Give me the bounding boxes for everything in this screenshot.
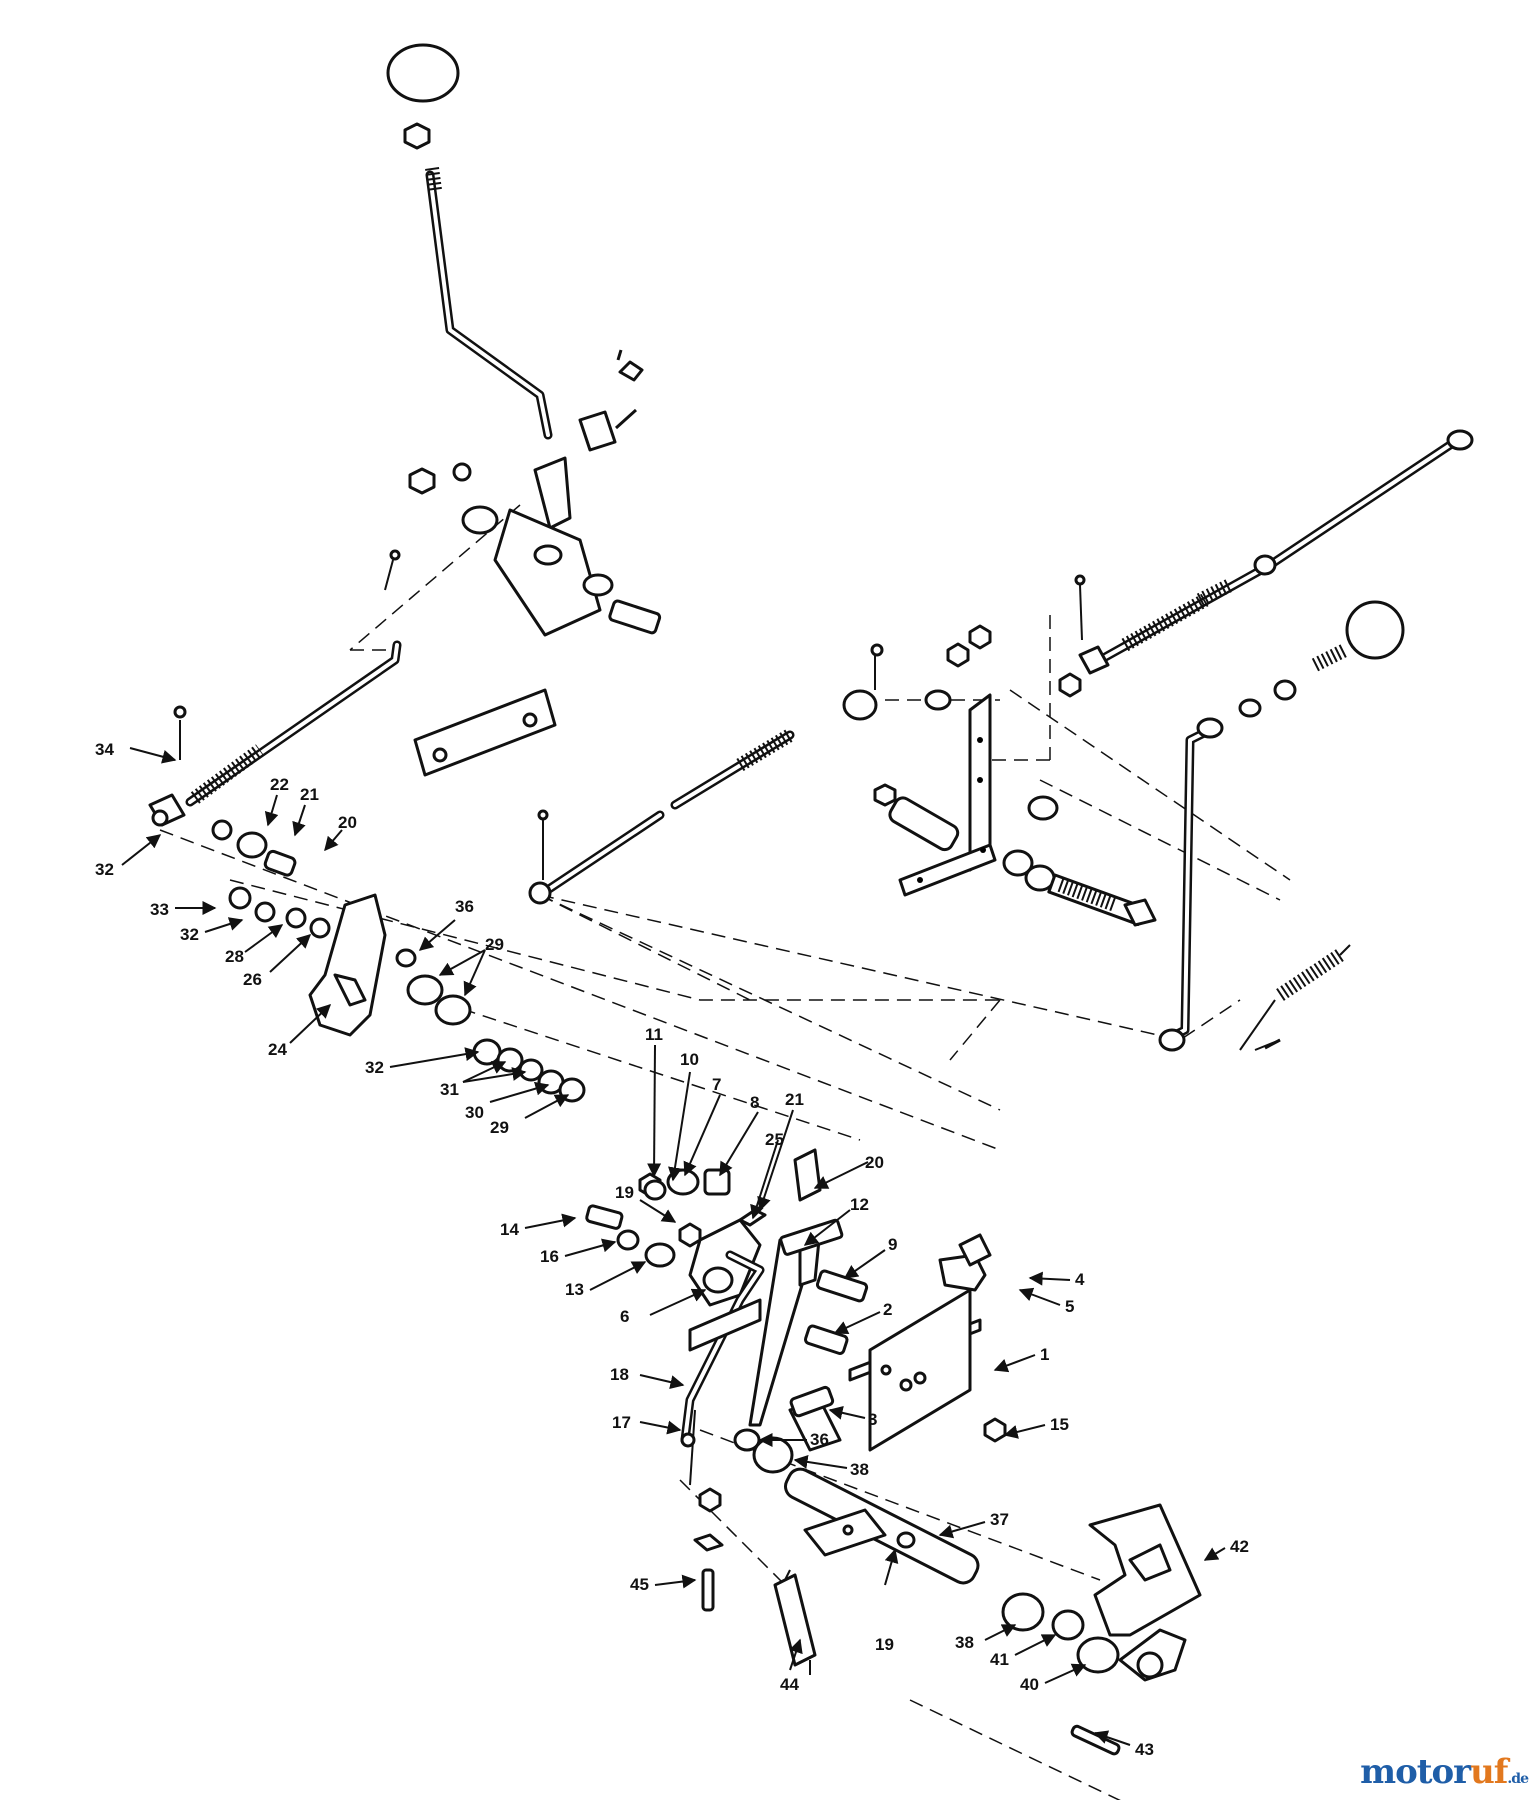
part-label: 15 — [1050, 1415, 1069, 1434]
upper-right-rod — [1058, 429, 1474, 698]
link-plate — [413, 688, 557, 777]
part-label: 6 — [620, 1307, 629, 1326]
part-label: 19 — [875, 1635, 894, 1654]
part-label: 30 — [465, 1103, 484, 1122]
part-label: 32 — [180, 925, 199, 944]
part-label: 29 — [485, 935, 504, 954]
part-label: 16 — [540, 1247, 559, 1266]
bushing-stack — [211, 819, 331, 939]
part-label: 25 — [765, 1130, 784, 1149]
part-label: 31 — [440, 1080, 459, 1099]
part-label: 22 — [270, 775, 289, 794]
part-label: 40 — [1020, 1675, 1039, 1694]
part-label: 33 — [150, 900, 169, 919]
part-label: 12 — [850, 1195, 869, 1214]
part-label: 17 — [612, 1413, 631, 1432]
part-label: 5 — [1065, 1297, 1074, 1316]
part-label: 34 — [95, 740, 114, 759]
washer-row — [472, 1038, 586, 1103]
part-label: 38 — [850, 1460, 869, 1479]
part-label: 43 — [1135, 1740, 1154, 1759]
lower-center-assembly — [585, 1148, 1007, 1486]
part-label: 45 — [630, 1575, 649, 1594]
part-label: 4 — [1075, 1270, 1085, 1289]
part-label: 18 — [610, 1365, 629, 1384]
part-label: 44 — [780, 1675, 799, 1694]
pedal-shaft-assembly — [693, 1428, 1202, 1756]
part-label: 7 — [712, 1075, 721, 1094]
part-label: 20 — [338, 813, 357, 832]
part-label: 2 — [883, 1300, 892, 1319]
part-label: 41 — [990, 1650, 1009, 1669]
part-label: 1 — [1040, 1345, 1049, 1364]
watermark-logo: motoruf.de — [1360, 1752, 1529, 1792]
part-label: 21 — [785, 1090, 804, 1109]
part-label: 42 — [1230, 1537, 1249, 1556]
part-label: 8 — [750, 1093, 759, 1112]
part-label: 3 — [868, 1410, 877, 1429]
part-label: 32 — [95, 860, 114, 879]
assembly-dashed-lines — [159, 504, 1291, 1800]
part-labels: 34 32 22 21 20 33 32 28 26 36 29 24 32 3… — [95, 740, 1249, 1759]
part-label: 13 — [565, 1280, 584, 1299]
part-label: 29 — [490, 1118, 509, 1137]
part-label: 26 — [243, 970, 262, 989]
part-label: 28 — [225, 947, 244, 966]
shift-lever-assembly — [386, 43, 662, 637]
center-rod — [528, 728, 795, 905]
part-label: 36 — [455, 897, 474, 916]
right-lever-assembly — [1158, 600, 1405, 1052]
l-bracket — [898, 693, 997, 897]
part-label: 9 — [888, 1235, 897, 1254]
part-label: 38 — [955, 1633, 974, 1652]
part-label: 32 — [365, 1058, 384, 1077]
upper-center-pivot — [842, 624, 992, 721]
part-label: 20 — [865, 1153, 884, 1172]
part-label: 19 — [615, 1183, 634, 1202]
part-label: 21 — [300, 785, 319, 804]
part-label: 37 — [990, 1510, 1009, 1529]
part-label: 10 — [680, 1050, 699, 1069]
part-label: 36 — [810, 1430, 829, 1449]
part-label: 11 — [645, 1025, 663, 1044]
part-label: 14 — [500, 1220, 519, 1239]
part-label: 24 — [268, 1040, 287, 1059]
left-control-rod — [148, 549, 402, 827]
